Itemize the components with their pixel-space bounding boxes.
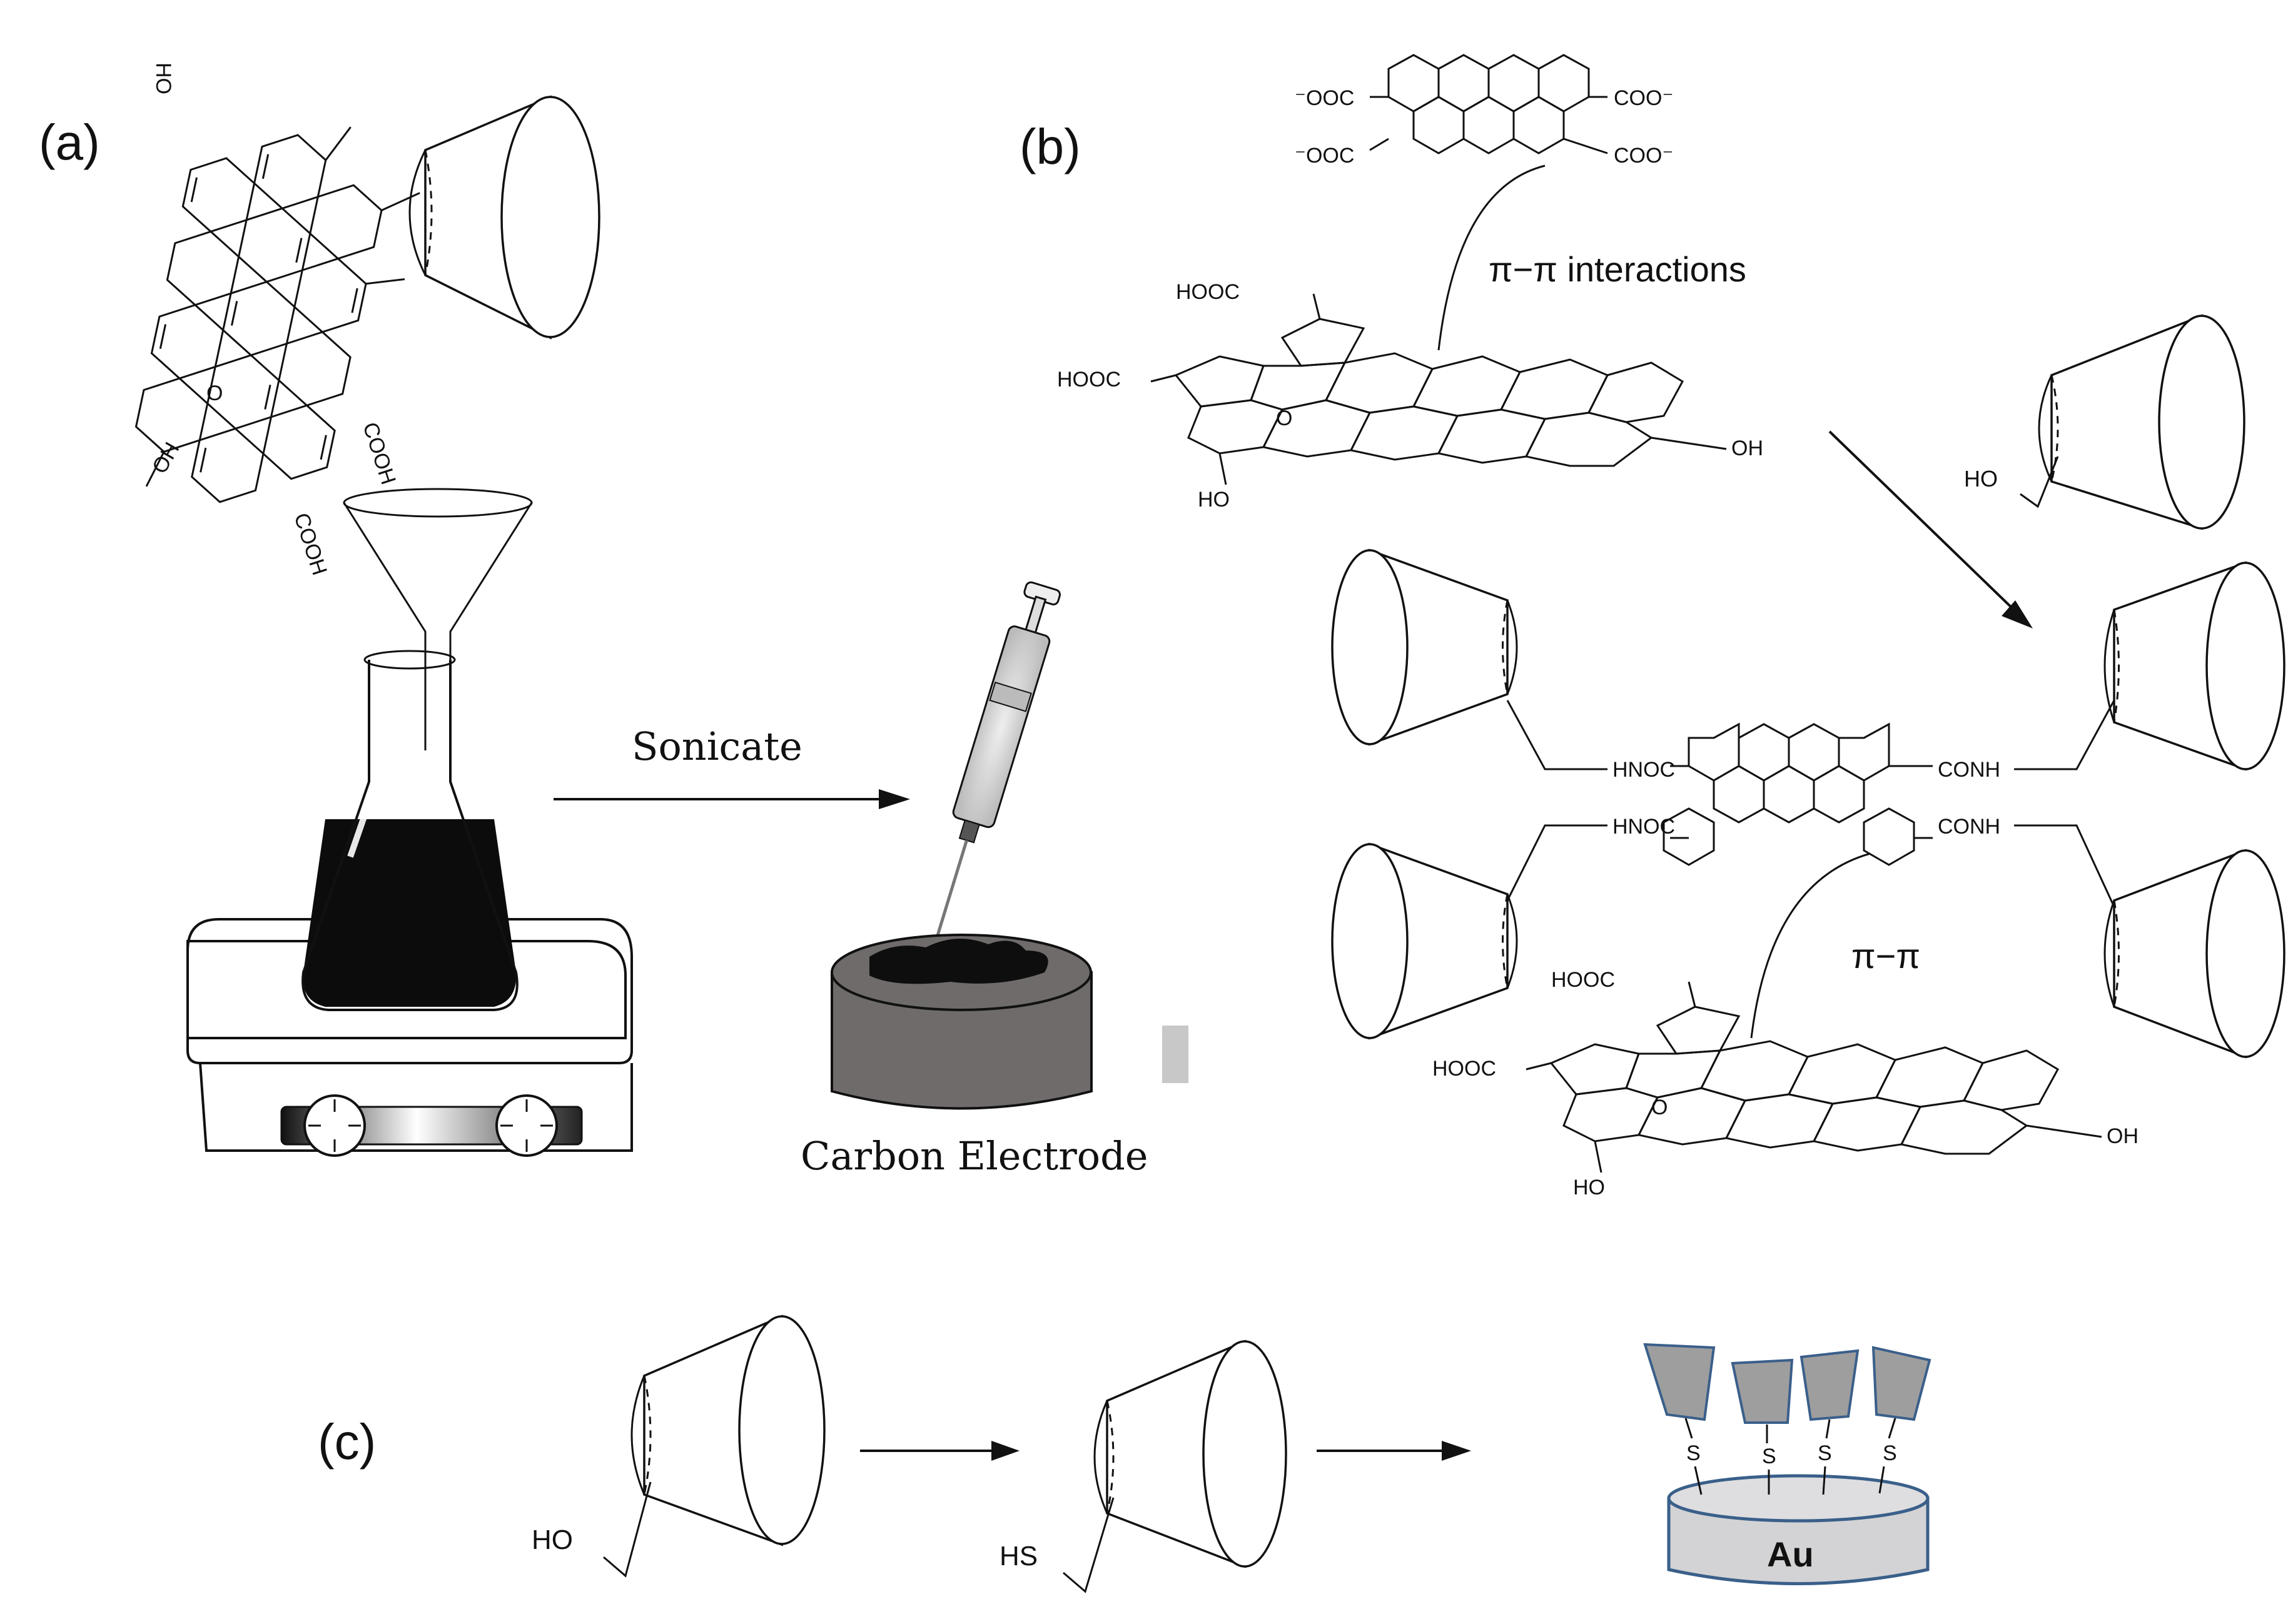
sulfur-2: S xyxy=(1762,1445,1776,1468)
sonicate-label: Sonicate xyxy=(632,724,802,769)
cyclodextrin-c-hs xyxy=(1063,1339,1287,1593)
sheet-b-oh-right: OH xyxy=(1731,436,1763,460)
cyclodextrin-b-tr xyxy=(2103,561,2285,771)
sheet-b-ether: O xyxy=(1276,406,1292,430)
cyclodextrin-ho-b xyxy=(2020,314,2245,530)
ptcda-group-tl: ⁻OOC xyxy=(1295,86,1354,110)
surface-cd-4 xyxy=(1871,1346,1931,1421)
graphene-oxide-sheet-b-bottom xyxy=(1526,981,2102,1173)
graphene-oxide-structure-a xyxy=(134,126,420,503)
pi-pi-connector-bottom xyxy=(1750,852,1871,1039)
go-ether-o: O xyxy=(206,381,223,405)
arrowhead-c-1 xyxy=(991,1441,1020,1461)
cyclodextrin-b-bl xyxy=(1331,842,1518,1040)
cyclodextrin-c-ho xyxy=(603,1314,826,1578)
panel-label-a: (a) xyxy=(39,114,100,170)
cd-c-ho: HO xyxy=(532,1525,573,1555)
cd-c-hs: HS xyxy=(1000,1541,1038,1571)
grey-marker xyxy=(1162,1026,1188,1083)
sulfur-3: S xyxy=(1818,1441,1832,1465)
surface-cd-3 xyxy=(1799,1349,1860,1421)
surface-cd-2 xyxy=(1731,1358,1794,1424)
go-ho-top: HO xyxy=(151,63,175,94)
surface-cd-1 xyxy=(1643,1343,1716,1421)
arrowhead-c-2 xyxy=(1442,1441,1471,1461)
stirrer-knob-right xyxy=(495,1094,558,1157)
syringe xyxy=(934,581,1061,940)
cyclodextrin-cone-a xyxy=(408,95,600,340)
hot-plate-stirrer xyxy=(186,918,633,1157)
pi-pi-short-label: π−π xyxy=(1851,936,1920,976)
reaction-arrowhead-b xyxy=(2002,600,2033,628)
ptcda-group-br: COO⁻ xyxy=(1614,144,1673,168)
sheet-b2-ho-bottom: HO xyxy=(1573,1176,1605,1199)
panel-label-b: (b) xyxy=(1020,119,1081,174)
panel-label-c: (c) xyxy=(318,1414,376,1470)
sheet-b-hooc-1: HOOC xyxy=(1176,280,1240,304)
reaction-arrow-b xyxy=(1828,430,2022,617)
perylene-tetracarboxylate-top xyxy=(1369,54,1608,154)
flask-liquid xyxy=(303,819,517,1007)
amide-tl: HNOC xyxy=(1612,758,1675,782)
sheet-b2-hooc-1: HOOC xyxy=(1551,968,1615,992)
sheet-b2-hooc-2: HOOC xyxy=(1432,1057,1496,1081)
electrode-deposit xyxy=(869,939,1048,984)
sheet-b-ho-bottom: HO xyxy=(1198,488,1230,512)
sonicate-arrowhead xyxy=(879,789,910,809)
go-cooh-1: COOH xyxy=(358,420,400,488)
cyclodextrin-b-br xyxy=(2103,849,2285,1059)
carbon-electrode xyxy=(831,934,1093,1110)
amide-br: CONH xyxy=(1938,815,2000,839)
pi-pi-connector-top xyxy=(1437,164,1546,351)
electrode-label: Carbon Electrode xyxy=(801,1133,1148,1179)
sheet-b-hooc-2: HOOC xyxy=(1057,368,1121,391)
perylene-diimide-core xyxy=(1663,722,1933,866)
stirrer-knob-left xyxy=(303,1094,366,1157)
amide-bl: HNOC xyxy=(1612,815,1675,839)
cd-linkers xyxy=(1506,700,2115,907)
thiol-cd-array xyxy=(1643,1343,1931,1495)
cd-b-ho: HO xyxy=(1964,466,1998,492)
pi-pi-interactions-label: π−π interactions xyxy=(1489,250,1746,289)
go-cooh-2: COOH xyxy=(289,510,332,578)
amide-tr: CONH xyxy=(1938,758,2000,782)
sulfur-1: S xyxy=(1686,1441,1701,1465)
ptcda-group-bl: ⁻OOC xyxy=(1295,144,1354,168)
cyclodextrin-b-tl xyxy=(1331,548,1518,746)
gold-label: Au xyxy=(1767,1535,1814,1574)
graphene-oxide-sheet-b-top xyxy=(1150,293,1727,485)
sheet-b2-oh-right: OH xyxy=(2107,1124,2139,1148)
gold-electrode xyxy=(1667,1474,1930,1585)
funnel xyxy=(343,488,533,750)
sulfur-4: S xyxy=(1883,1441,1897,1465)
sheet-b2-ether: O xyxy=(1651,1096,1668,1119)
erlenmeyer-flask xyxy=(301,650,519,1011)
ptcda-group-tr: COO⁻ xyxy=(1614,86,1673,110)
